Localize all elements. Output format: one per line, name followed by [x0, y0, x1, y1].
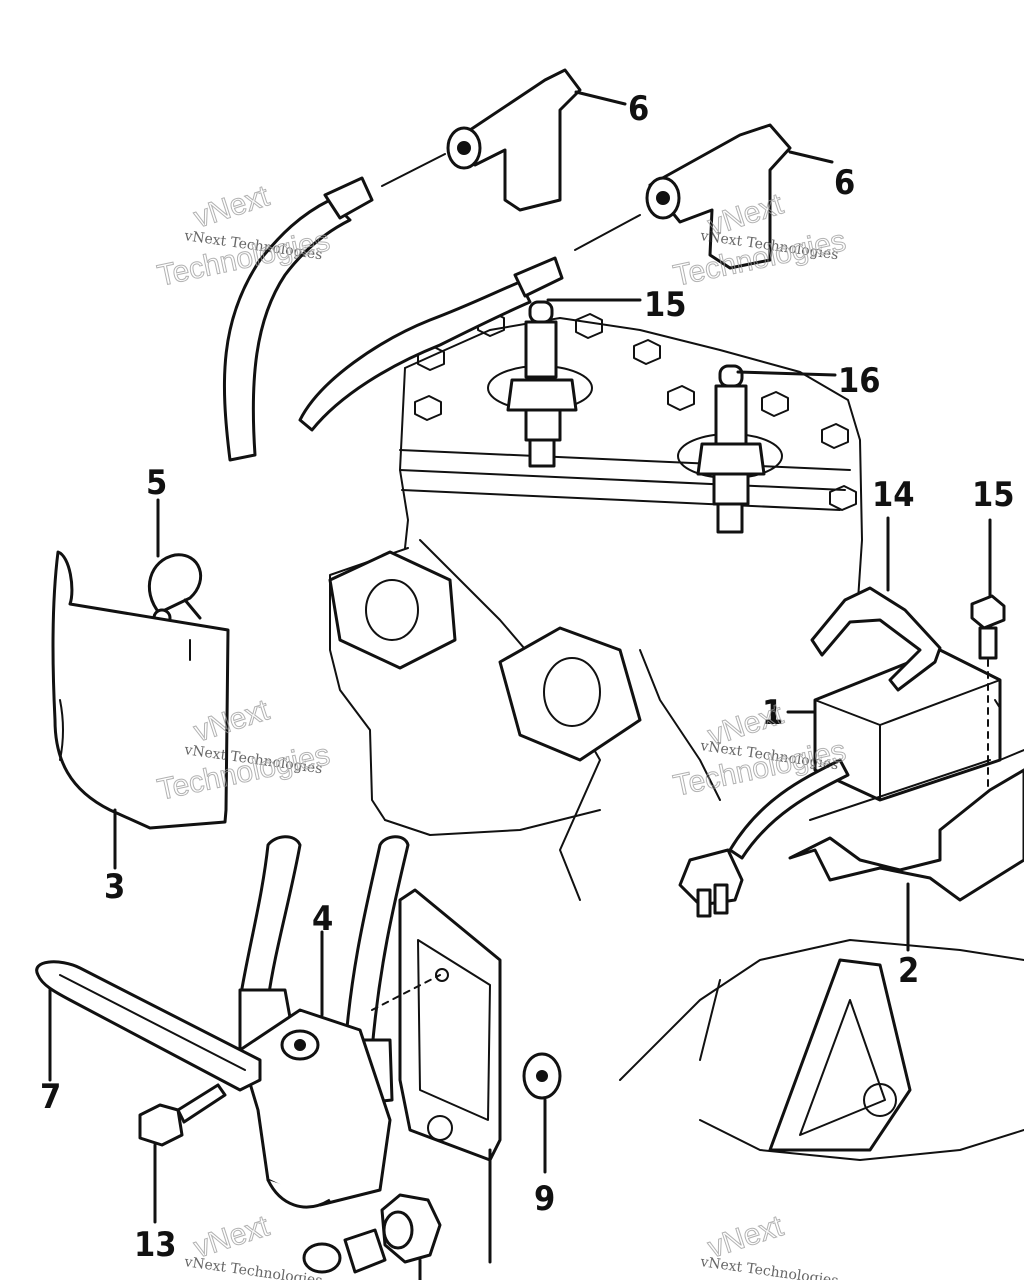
watermark-bottom-right: vNext vNext Technologies [698, 1209, 839, 1280]
spark-plug-cap-2 [645, 123, 792, 270]
svg-text:Technologies: Technologies [155, 224, 333, 293]
callout-3: 3 [104, 867, 125, 907]
ignition-lead-2 [298, 256, 564, 432]
watermark-bottom-left: vNext vNext Technologies [182, 1209, 323, 1280]
mounting-plate [788, 759, 1024, 902]
svg-text:vNext: vNext [190, 179, 274, 234]
callout-9: 9 [534, 1179, 555, 1219]
callout-14: 13 [134, 1225, 177, 1265]
bolt-13 [970, 594, 1006, 791]
cdi-wire-harness [678, 758, 850, 918]
svg-text:vNext Technologies: vNext Technologies [698, 1254, 839, 1280]
spark-plug-2 [677, 364, 783, 534]
watermark-top-left: vNext vNext Technologies Technologies [154, 179, 333, 293]
svg-text:vNext Technologies: vNext Technologies [182, 1254, 323, 1280]
callout-2: 2 [898, 951, 919, 991]
coil-bracket-plate [398, 888, 502, 1162]
leader-lines [48, 90, 992, 1280]
callout-7: 7 [40, 1077, 61, 1117]
spark-plug-cap-1 [446, 68, 582, 212]
callout-4: 4 [312, 899, 333, 939]
clamp [147, 553, 203, 628]
callout-13: 15 [972, 475, 1015, 515]
grommet [302, 1193, 442, 1274]
callout-5: 5 [146, 463, 167, 503]
callout-11: 14 [872, 475, 915, 515]
cdi-bracket [810, 586, 942, 692]
spark-plug-1 [487, 300, 593, 468]
coil-strap [35, 960, 262, 1092]
callout-labels: 6 6 15 16 5 14 15 1 3 4 2 7 9 13 [40, 89, 1015, 1265]
callout-15a: 15 [644, 285, 687, 325]
svg-text:Technologies: Technologies [671, 734, 849, 803]
callout-15b: 16 [838, 361, 881, 401]
callout-1: 1 [762, 693, 783, 733]
ignition-coil [238, 835, 410, 1209]
ignition-lead-1 [222, 176, 374, 462]
callout-6a: 6 [628, 89, 649, 129]
bolt-14 [138, 1083, 227, 1147]
washer [522, 1052, 562, 1100]
engine-block [328, 311, 1024, 1161]
callout-6b: 6 [834, 163, 855, 203]
cover [51, 550, 230, 830]
